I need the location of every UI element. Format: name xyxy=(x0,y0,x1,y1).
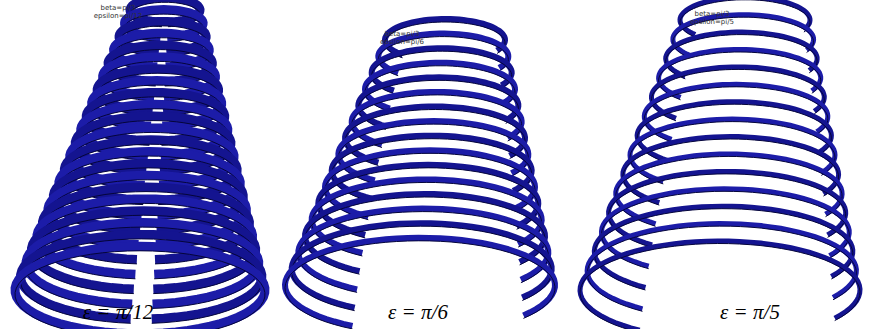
strip-edge xyxy=(285,241,555,329)
strip-edge xyxy=(580,244,860,329)
plot-header: beta=pi/3epsilon=pi/12 xyxy=(94,4,143,20)
strip-band xyxy=(587,224,856,309)
panel-caption: ε = π/6 xyxy=(388,300,448,324)
strip-band xyxy=(285,238,555,326)
strip-edge xyxy=(15,251,265,329)
panel-caption: ε = π/5 xyxy=(720,300,780,324)
plot-header: beta=pi/3epsilon=pi/5 xyxy=(690,10,734,26)
strip-band xyxy=(15,246,265,329)
parameter-label: beta=pi/3 xyxy=(94,4,143,12)
plot-header: beta=pi/3epsilon=pi/6 xyxy=(380,30,424,46)
strip-panel xyxy=(580,0,860,329)
parameter-label: beta=pi/3 xyxy=(380,30,424,38)
parameter-label: epsilon=pi/5 xyxy=(690,18,734,26)
strip-panel xyxy=(15,0,265,329)
strip-edge xyxy=(644,87,828,142)
parameter-label: epsilon=pi/6 xyxy=(380,38,424,46)
panel-caption: ε = π/12 xyxy=(83,300,153,324)
parameter-label: beta=pi/3 xyxy=(690,10,734,18)
strip-edge xyxy=(602,191,850,268)
parameter-label: epsilon=pi/12 xyxy=(94,12,143,20)
strip-band xyxy=(580,241,860,329)
strip-edge xyxy=(21,239,262,323)
strip-panel xyxy=(285,19,555,329)
strip-band xyxy=(594,206,853,287)
